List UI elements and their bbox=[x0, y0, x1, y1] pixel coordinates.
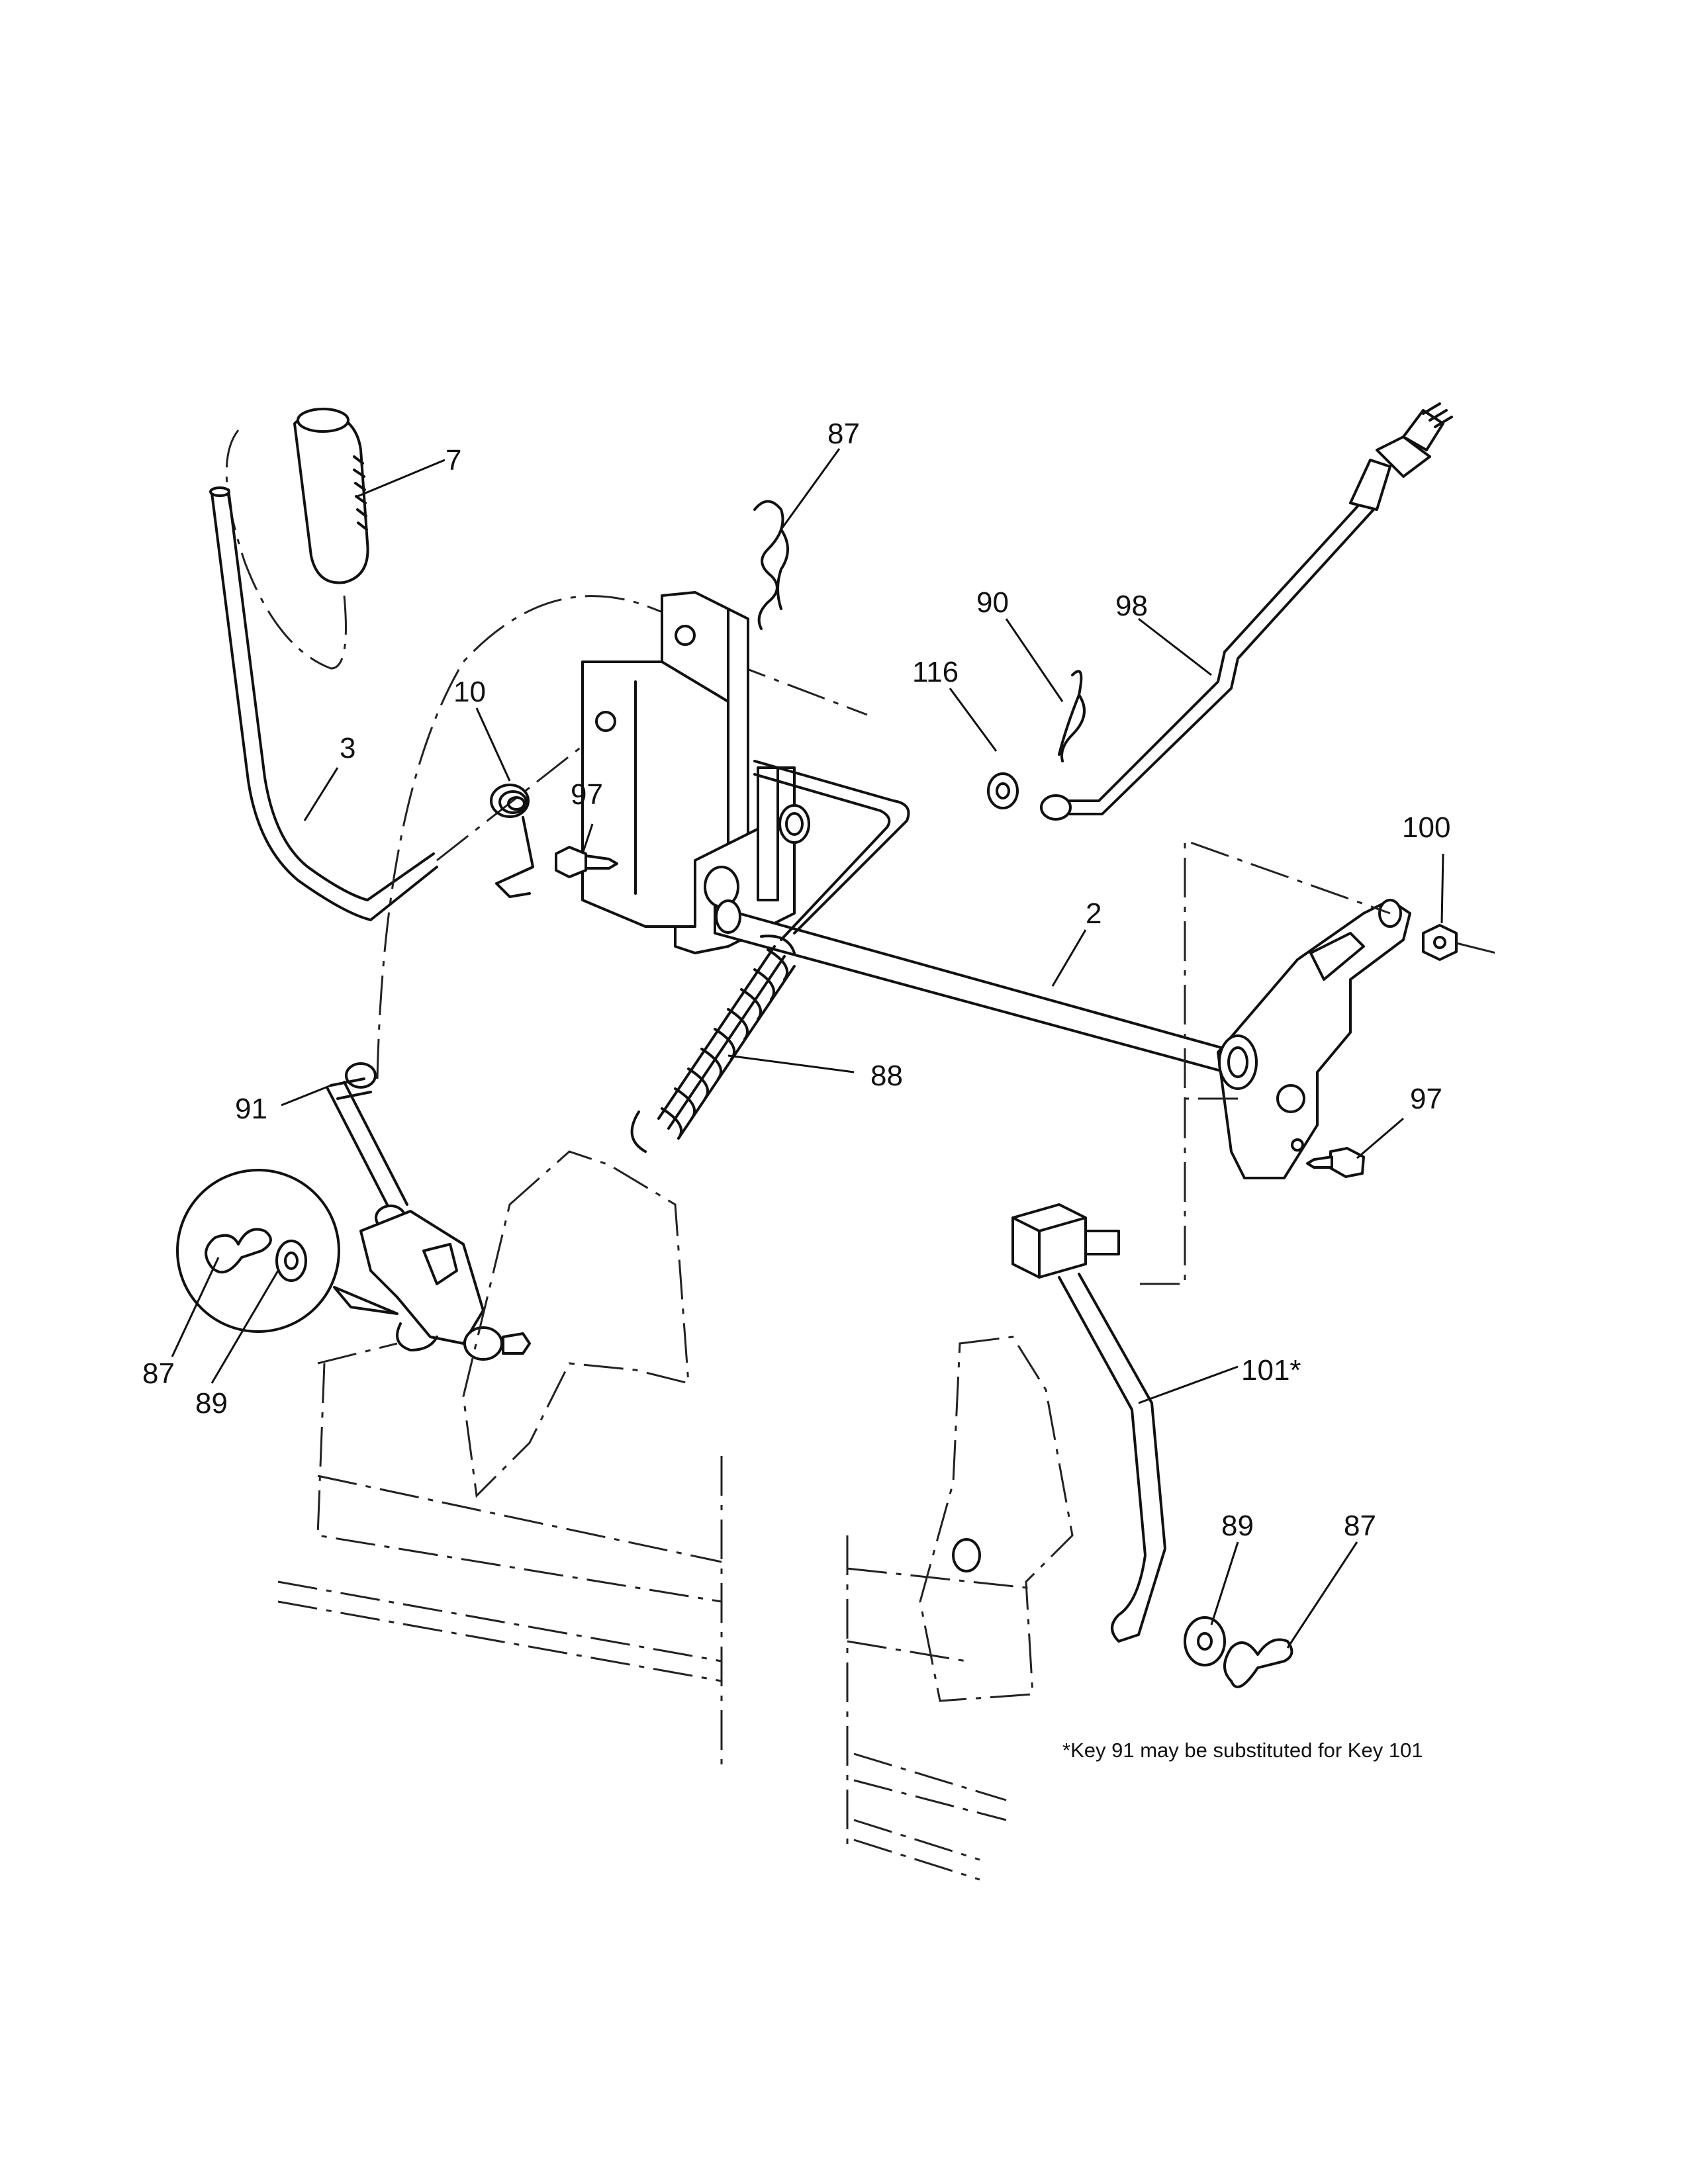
callout-100: 100 bbox=[1402, 811, 1450, 844]
callout-116: 116 bbox=[912, 656, 959, 688]
left-deck-plate-ghost bbox=[462, 1150, 690, 1498]
hairpin-clip-90 bbox=[1058, 670, 1086, 762]
callout-2: 2 bbox=[1086, 897, 1102, 930]
left-lift-bracket bbox=[359, 1210, 531, 1361]
right-ghost-box bbox=[1139, 839, 1497, 1285]
callout-97-right: 97 bbox=[1410, 1083, 1442, 1115]
callout-101: 101* bbox=[1241, 1354, 1301, 1387]
callout-98: 98 bbox=[1115, 590, 1148, 622]
hex-bolt-right bbox=[1306, 1147, 1365, 1178]
callout-89-detail: 89 bbox=[195, 1387, 228, 1420]
grip-ghost-outline bbox=[225, 430, 347, 670]
shaft-bracket bbox=[674, 766, 810, 954]
callout-87-top: 87 bbox=[827, 418, 860, 450]
callout-87-bottom: 87 bbox=[1344, 1510, 1376, 1542]
lift-link-101 bbox=[952, 1203, 1166, 1643]
substitution-footnote: *Key 91 may be substituted for Key 101 bbox=[1062, 1739, 1423, 1762]
lift-handle-rod bbox=[209, 486, 438, 921]
callout-97-left: 97 bbox=[571, 778, 603, 811]
detail-inset bbox=[176, 1169, 399, 1333]
spring-hook-rod-inner bbox=[753, 773, 891, 941]
callout-10: 10 bbox=[453, 676, 486, 708]
mounting-bracket bbox=[581, 591, 749, 928]
hairpin-clip-87-top bbox=[753, 500, 789, 630]
callout-87-detail: 87 bbox=[142, 1357, 175, 1390]
hairpin-clip-87-bottom bbox=[1223, 1638, 1293, 1688]
lift-link-91 bbox=[326, 1062, 408, 1231]
washer-89-bottom bbox=[1184, 1616, 1226, 1666]
washer-116 bbox=[987, 772, 1019, 809]
left-deck-body-ghost bbox=[277, 1342, 723, 1774]
callout-91: 91 bbox=[235, 1093, 267, 1125]
extension-spring bbox=[630, 934, 796, 1153]
handle-grip bbox=[293, 408, 369, 584]
callout-7: 7 bbox=[445, 444, 461, 477]
callout-3: 3 bbox=[340, 732, 355, 764]
hex-bolt-left bbox=[555, 846, 618, 878]
right-deck-body-ghost bbox=[846, 1535, 1033, 1881]
callout-90: 90 bbox=[976, 586, 1009, 619]
torsion-spring bbox=[490, 784, 534, 898]
right-deck-plate-ghost bbox=[919, 1336, 1074, 1702]
leader-lines bbox=[171, 448, 1444, 1649]
adjustment-rod bbox=[1040, 402, 1453, 821]
spring-hook-rod bbox=[753, 760, 910, 934]
callout-88: 88 bbox=[870, 1060, 903, 1092]
callout-89-bottom: 89 bbox=[1221, 1510, 1254, 1542]
assembly-ghost-line-b bbox=[727, 660, 868, 716]
hex-nut bbox=[1422, 924, 1458, 961]
